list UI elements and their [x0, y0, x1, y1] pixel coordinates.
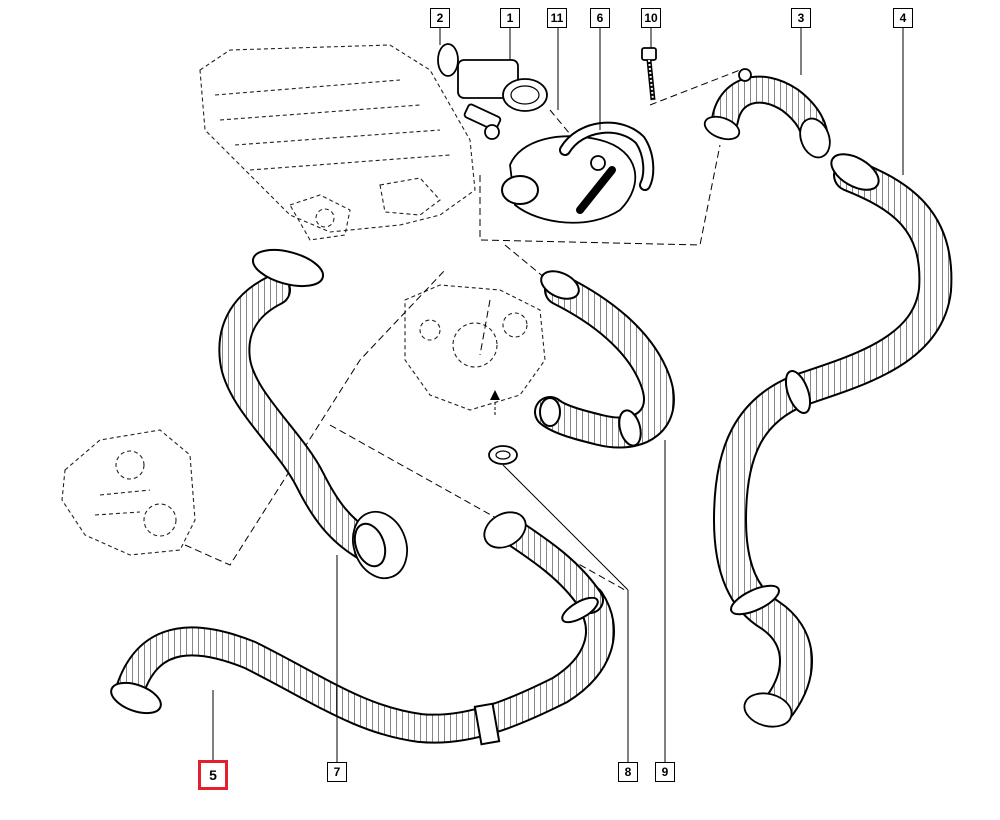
hose-7[interactable]	[218, 243, 416, 586]
gasket-2[interactable]	[437, 43, 459, 77]
throttle-body-1[interactable]	[457, 59, 548, 140]
callout-3[interactable]: 3	[791, 8, 811, 28]
callout-1[interactable]: 1	[500, 8, 520, 28]
thermostat-housing-ghost	[404, 284, 546, 411]
housing-6[interactable]	[501, 121, 655, 224]
callout-10[interactable]: 10	[641, 8, 661, 28]
seal-ring-8[interactable]	[488, 390, 518, 465]
hose-4[interactable]	[713, 147, 953, 732]
assembly-lines	[184, 69, 741, 591]
callout-7[interactable]: 7	[327, 762, 347, 782]
callout-4[interactable]: 4	[893, 8, 913, 28]
callout-5[interactable]: 5	[198, 760, 228, 790]
hose-5[interactable]	[107, 505, 615, 746]
engine-block-ghost	[199, 44, 476, 241]
leader-lines	[212, 28, 904, 762]
callout-8[interactable]: 8	[618, 762, 638, 782]
side-housing-ghost	[61, 429, 196, 556]
callout-2[interactable]: 2	[430, 8, 450, 28]
connector-3[interactable]	[702, 68, 835, 162]
callout-9[interactable]: 9	[655, 762, 675, 782]
callout-11[interactable]: 11	[547, 8, 567, 28]
callout-6[interactable]: 6	[590, 8, 610, 28]
bolt-10[interactable]	[641, 47, 657, 101]
hose-9[interactable]	[534, 266, 675, 449]
